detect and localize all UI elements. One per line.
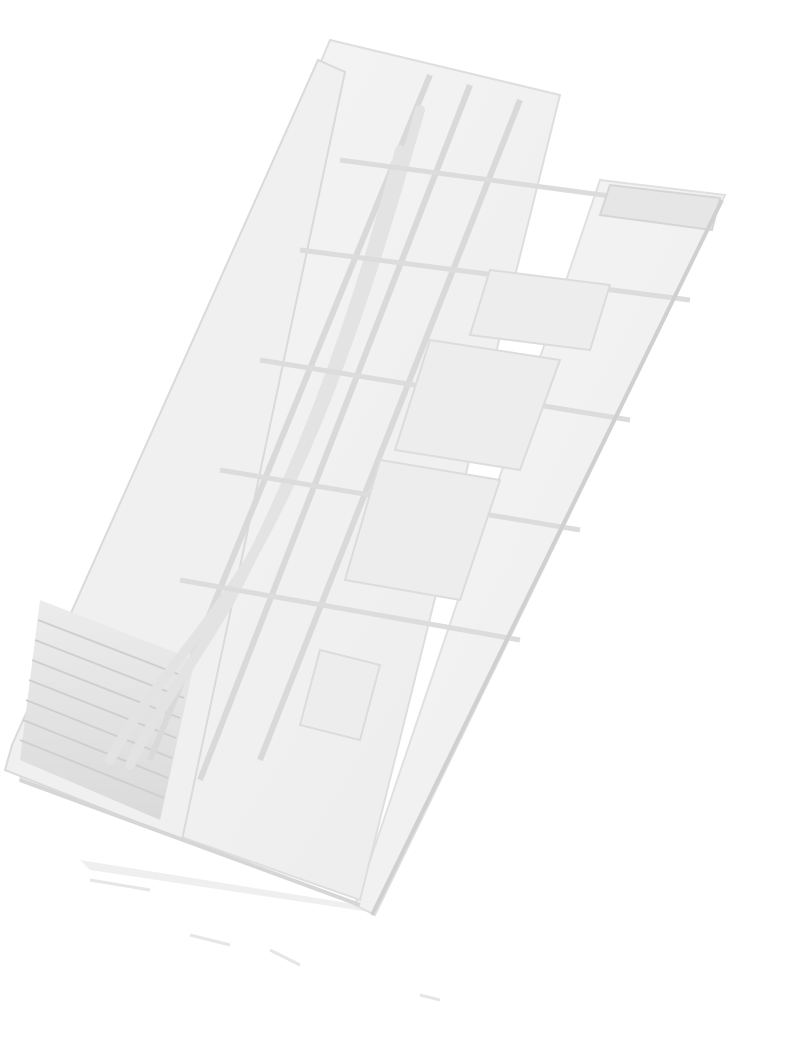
cable-bundle — [105, 105, 425, 770]
top-bracket — [598, 183, 722, 232]
back-panel — [353, 178, 727, 917]
module-boxes — [298, 268, 612, 742]
bottom-edge — [19, 778, 361, 907]
ground-shadow — [80, 860, 370, 912]
floor-marks — [89, 878, 441, 1002]
right-edge — [370, 199, 724, 916]
